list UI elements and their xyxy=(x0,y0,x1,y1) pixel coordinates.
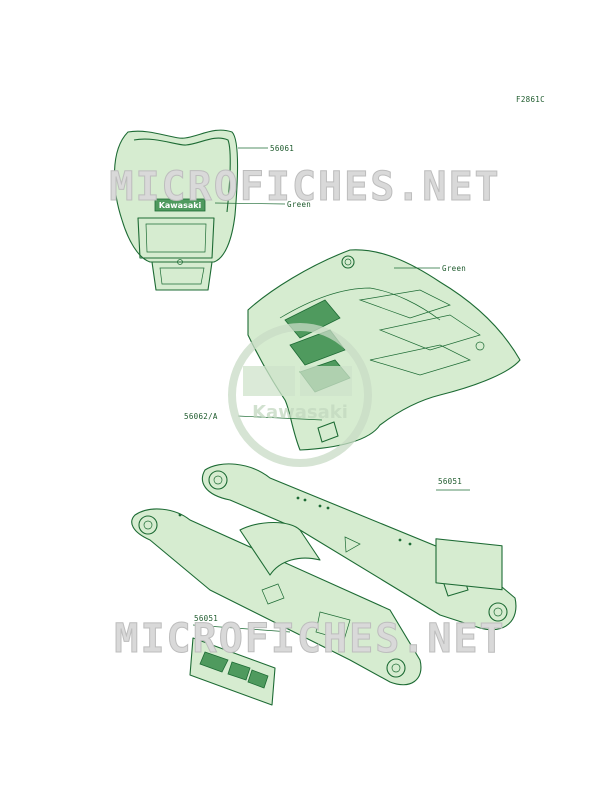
decal-lower xyxy=(189,637,276,706)
headlight-cowl: Kawasaki xyxy=(113,129,239,291)
watermark-top: MICROFICHES.NET xyxy=(109,164,500,210)
kawasaki-badge xyxy=(154,198,206,212)
callout-56051-upper: 56051 xyxy=(438,477,462,486)
center-logo: Kawasaki xyxy=(228,323,372,467)
center-logo-text: Kawasaki xyxy=(252,402,348,423)
callout-green-side: Green xyxy=(442,264,466,273)
decal-upper xyxy=(435,538,503,591)
swingarm xyxy=(131,463,517,686)
callout-56061: 56061 xyxy=(270,144,294,153)
leader-56062 xyxy=(237,415,323,421)
callout-green-cowl: Green xyxy=(287,200,311,209)
figure-code: F2861C xyxy=(516,95,545,104)
callout-56062: 56062/A xyxy=(184,412,218,421)
callout-56051-lower: 56051 xyxy=(194,614,218,623)
watermark-bottom: MICROFICHES.NET xyxy=(114,616,505,662)
leader-56051-lower xyxy=(192,624,291,633)
headlight-badge-text: Kawasaki xyxy=(159,201,202,210)
leader-green-cowl xyxy=(214,202,286,205)
